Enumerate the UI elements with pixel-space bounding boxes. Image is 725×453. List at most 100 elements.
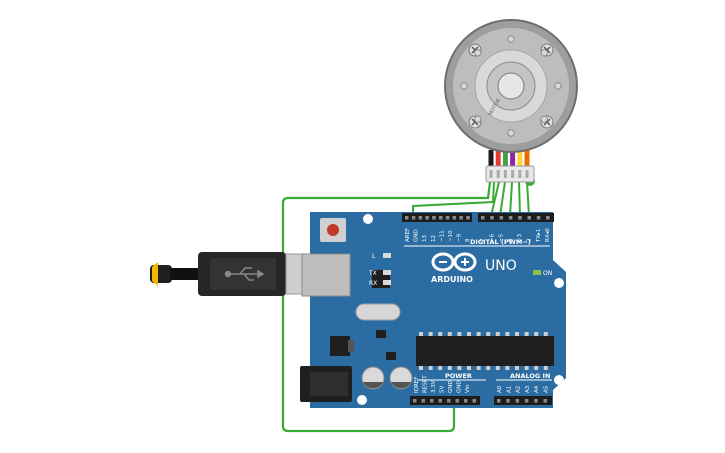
wire-pin5[interactable] xyxy=(499,181,506,217)
pin-label: RX◂0 xyxy=(545,228,551,242)
header-socket[interactable] xyxy=(447,399,451,403)
wire-5v-loop[interactable] xyxy=(281,181,492,433)
model-label: UNO xyxy=(485,258,517,274)
header-socket[interactable] xyxy=(543,399,548,403)
header-socket[interactable] xyxy=(418,216,423,220)
motor-connector-pin xyxy=(518,170,522,178)
pin-label: 7 xyxy=(480,238,486,242)
header-socket[interactable] xyxy=(490,216,494,220)
board-hole-icon xyxy=(554,375,564,385)
wire-pin2[interactable] xyxy=(526,181,530,217)
header-socket[interactable] xyxy=(481,216,485,220)
header-socket[interactable] xyxy=(455,399,460,403)
header-socket[interactable] xyxy=(524,399,529,403)
header-socket[interactable] xyxy=(497,399,501,403)
arduino-logo-icon xyxy=(431,252,477,272)
pin-label: GND xyxy=(414,229,420,242)
pin-label: 13 xyxy=(422,235,428,242)
motor-connector-pin xyxy=(496,170,500,178)
pin-label: TX▸1 xyxy=(536,229,542,243)
power-jack-inner xyxy=(310,372,348,396)
led-tx xyxy=(383,270,391,275)
pin-label: ~9 xyxy=(457,233,463,242)
pin-label: A2 xyxy=(516,386,522,393)
header-socket[interactable] xyxy=(425,216,429,220)
atmega-chip-pins xyxy=(419,332,548,370)
power-header-label: POWER xyxy=(445,372,472,380)
pin-label: ~11 xyxy=(439,230,445,242)
wire-gnd[interactable] xyxy=(412,181,495,216)
header-socket[interactable] xyxy=(464,399,468,403)
header-socket[interactable] xyxy=(438,399,443,403)
pin-label: ~5 xyxy=(499,233,505,242)
motor-mounting-holes xyxy=(460,35,562,137)
voltage-regulator xyxy=(330,336,350,356)
wire-pin6[interactable] xyxy=(490,181,500,217)
motor-shaft[interactable] xyxy=(497,72,525,100)
wire-pin4[interactable] xyxy=(509,181,513,217)
analog-header[interactable] xyxy=(494,396,552,405)
pin-label: GND xyxy=(448,380,454,393)
header-socket[interactable] xyxy=(439,216,443,220)
header-socket[interactable] xyxy=(515,399,520,403)
board-hole-icon xyxy=(554,278,564,288)
header-socket[interactable] xyxy=(534,399,538,403)
pin-label: RESET xyxy=(423,375,429,393)
header-socket[interactable] xyxy=(506,399,510,403)
header-socket[interactable] xyxy=(527,216,532,220)
motor-connector-pins xyxy=(489,170,529,178)
motor-wire xyxy=(488,150,494,167)
vent-hole xyxy=(460,82,468,90)
usb-icon xyxy=(224,267,265,281)
vent-hole xyxy=(474,115,482,123)
header-socket[interactable] xyxy=(459,216,463,220)
pin-label: ~10 xyxy=(448,230,454,242)
usb-cable-strain xyxy=(170,268,200,280)
motor-wire xyxy=(517,150,523,167)
header-socket[interactable] xyxy=(466,216,470,220)
header-socket[interactable] xyxy=(508,216,513,220)
motor-connector-pin xyxy=(489,170,493,178)
header-socket[interactable] xyxy=(445,216,450,220)
led-l-label: L xyxy=(372,253,376,260)
header-socket[interactable] xyxy=(405,216,409,220)
digital-header-label: DIGITAL (PWM~) xyxy=(470,238,531,246)
header-socket[interactable] xyxy=(411,216,416,220)
header-socket[interactable] xyxy=(421,399,426,403)
encoder-motor[interactable]: MOTOR xyxy=(444,19,578,183)
pin-label: IOREF xyxy=(414,377,420,393)
header-socket[interactable] xyxy=(430,399,434,403)
vent-hole xyxy=(507,35,515,43)
crystal-oscillator xyxy=(355,303,401,321)
header-socket[interactable] xyxy=(472,399,477,403)
header-socket[interactable] xyxy=(536,216,541,220)
digital-header-left[interactable] xyxy=(402,213,472,222)
arduino-uno-board[interactable]: L TX RX ON ARDUINO UNO DIGITAL (PWM~) PO… xyxy=(300,212,566,408)
motor-wire-bundle xyxy=(488,150,530,167)
header-socket[interactable] xyxy=(546,216,550,220)
led-on-label: ON xyxy=(543,270,552,277)
motor-wire xyxy=(510,150,516,167)
wire-pin3[interactable] xyxy=(518,181,521,217)
power-header[interactable] xyxy=(410,396,480,405)
pin-label: 3.3V xyxy=(431,380,437,393)
reset-button[interactable] xyxy=(327,224,339,236)
board-hole-icon xyxy=(363,214,373,224)
board-hole-icon xyxy=(357,395,367,405)
board-usb-port[interactable] xyxy=(301,253,351,297)
header-socket[interactable] xyxy=(452,216,457,220)
header-socket[interactable] xyxy=(413,399,417,403)
header-socket[interactable] xyxy=(432,216,436,220)
header-socket[interactable] xyxy=(499,216,504,220)
motor-connector-pin xyxy=(511,170,515,178)
digital-header-right[interactable] xyxy=(478,213,554,222)
pin-label: A3 xyxy=(525,385,531,393)
pin-label: 5V xyxy=(440,386,446,393)
header-socket[interactable] xyxy=(518,216,522,220)
pin-label: AREF xyxy=(405,228,411,242)
led-rx xyxy=(383,280,391,285)
atmega-chip xyxy=(416,336,554,366)
